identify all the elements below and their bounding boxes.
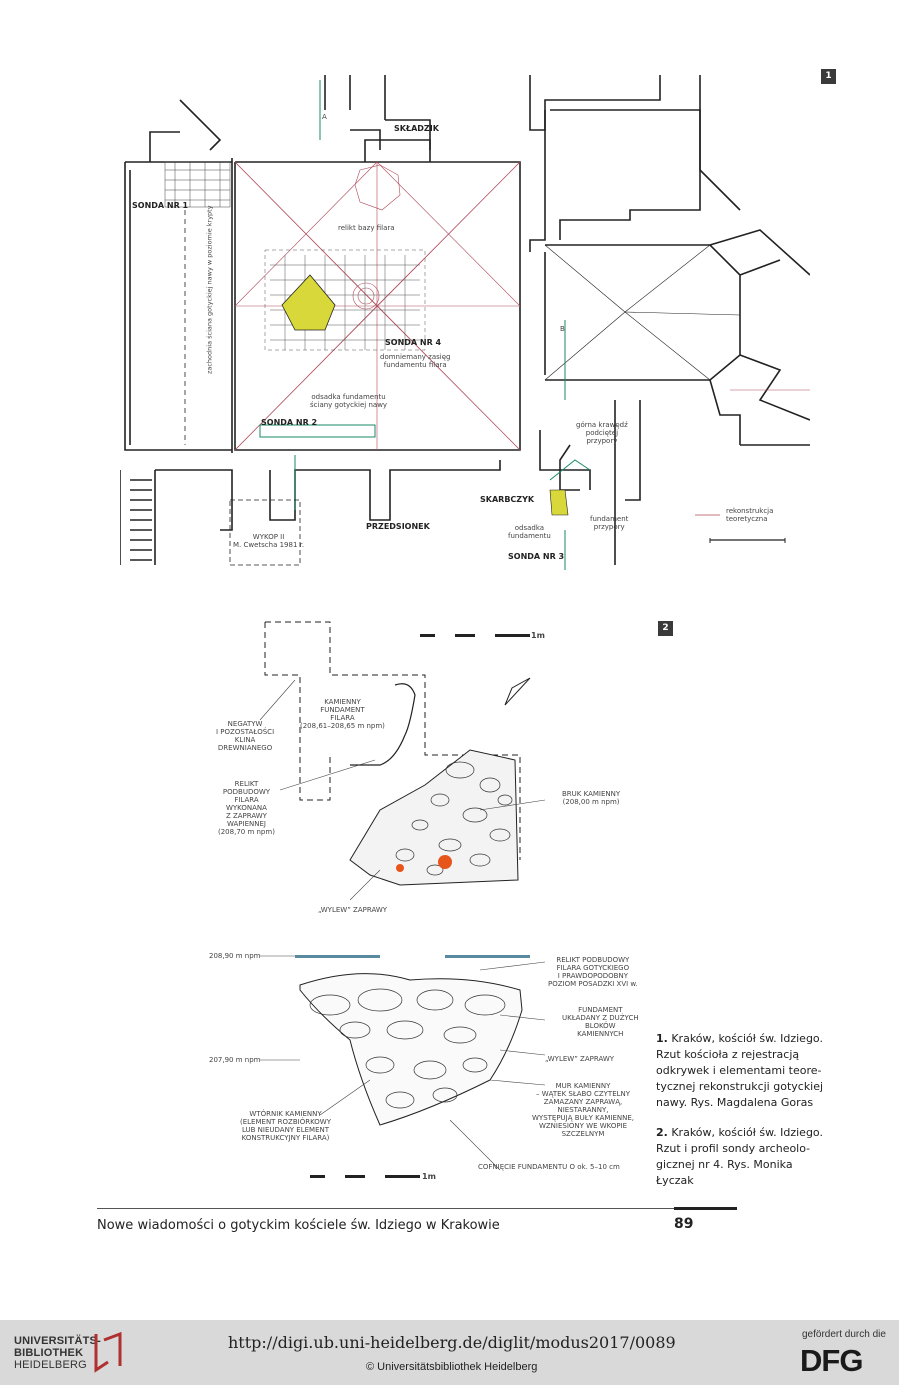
footer-rule [97, 1208, 737, 1209]
caption-figure2: 2. Kraków, kościół św. Idziego. Rzut i p… [656, 1125, 831, 1189]
copyright-notice: © Universitätsbibliothek Heidelberg [366, 1361, 538, 1373]
ub-line1: UNIVERSITÄTS- [14, 1335, 101, 1347]
label-bruk: BRUK KAMIENNY (208,00 m npm) [562, 790, 621, 807]
label-wtornik: WTÓRNIK KAMIENNY (ELEMENT ROZBIÓRKOWY LU… [240, 1110, 331, 1143]
label-level-208-90: 208,90 m npm [209, 952, 261, 960]
caption-figure1: 1. Kraków, kościół św. Idziego. Rzut koś… [656, 1031, 831, 1111]
label-kamienny-fundament: KAMIENNY FUNDAMENT FILARA (208,61–208,65… [300, 698, 385, 731]
label-section-b: B [560, 325, 565, 333]
caption1-number: 1. [656, 1032, 668, 1045]
label-relikt-bazy: relikt bazy filara [338, 224, 395, 232]
label-skladzik: SKŁADZIK [394, 124, 439, 133]
caption2-number: 2. [656, 1126, 668, 1139]
library-banner [0, 1320, 899, 1385]
figure1-badge: 1 [821, 69, 836, 84]
label-domniemany: domniemany zasięg fundamentu filara [380, 353, 451, 370]
label-sonda2: SONDA NR 2 [261, 418, 318, 427]
ub-heidelberg-logo-text: UNIVERSITÄTS- BIBLIOTHEK HEIDELBERG [14, 1335, 101, 1371]
page-number: 89 [674, 1216, 694, 1232]
dfg-logo: DFG [800, 1343, 863, 1378]
label-negatyw: NEGATYW I POZOSTAŁOŚCI KLINA DREWNIANEGO [216, 720, 275, 753]
label-scale-bottom: 1m [422, 1172, 436, 1181]
ub-line3: HEIDELBERG [14, 1359, 87, 1371]
label-fundament-ukladany: FUNDAMENT UKŁADANY Z DUŻYCH BLOKÓW KAMIE… [562, 1006, 639, 1039]
label-sonda3: SONDA NR 3 [508, 552, 565, 561]
label-przedsionek: PRZEDSIONEK [366, 522, 430, 531]
caption1-text: Kraków, kościół św. Idziego. Rzut kościo… [656, 1032, 824, 1109]
label-odsadka-fundamentu: odsadka fundamentu [508, 524, 551, 541]
label-wykop: WYKOP II M. Cwetscha 1981 r. [233, 533, 305, 550]
running-title: Nowe wiadomości o gotyckim kościele św. … [97, 1218, 500, 1233]
ub-heidelberg-logo-icon [94, 1331, 122, 1373]
page-number-rule [674, 1207, 737, 1210]
digital-copy-url[interactable]: http://digi.ub.uni-heidelberg.de/diglit/… [228, 1333, 676, 1352]
figure2-badge: 2 [658, 621, 673, 636]
label-scale-top: 1m [531, 631, 545, 640]
label-level-207-90: 207,90 m npm [209, 1056, 261, 1064]
label-legend: rekonstrukcja teoretyczna [726, 507, 774, 524]
label-west-wall: zachodnia ściana gotyckiej nawy w poziom… [205, 205, 214, 375]
label-cofniecie: COFNIĘCIE FUNDAMENTU O ok. 5–10 cm [478, 1163, 620, 1171]
label-wylew-section: „WYLEW” ZAPRAWY [545, 1055, 615, 1063]
label-skarbczyk: SKARBCZYK [480, 495, 535, 504]
label-sonda4: SONDA NR 4 [385, 338, 442, 347]
sondage-drawing [259, 621, 546, 1178]
label-relikt-podbudowy: RELIKT PODBUDOWY FILARA WYKONANA Z ZAPRA… [218, 780, 275, 837]
church-plan-drawing [120, 75, 810, 570]
label-wylew-plan: „WYLEW” ZAPRAWY [318, 906, 388, 914]
label-odsadka-sciany: odsadka fundamentu ściany gotyckiej nawy [310, 393, 388, 410]
label-fundament-przypory: fundament przypory [590, 515, 629, 532]
dfg-funding-note: gefördert durch die [802, 1329, 886, 1340]
label-mur-kamienny: MUR KAMIENNY – WĄTEK SŁABO CZYTELNY ZAMA… [532, 1082, 635, 1139]
label-relikt-podbudowy-filara: RELIKT PODBUDOWY FILARA GOTYCKIEGO I PRA… [548, 956, 638, 989]
caption2-text: Kraków, kościół św. Idziego. Rzut i prof… [656, 1126, 823, 1187]
ub-line2: BIBLIOTHEK [14, 1347, 84, 1359]
label-gorna-krawedz: górna krawędź podciętej przypory [576, 421, 628, 446]
label-section-a: A [322, 113, 327, 121]
label-sonda1: SONDA NR 1 [132, 201, 189, 210]
